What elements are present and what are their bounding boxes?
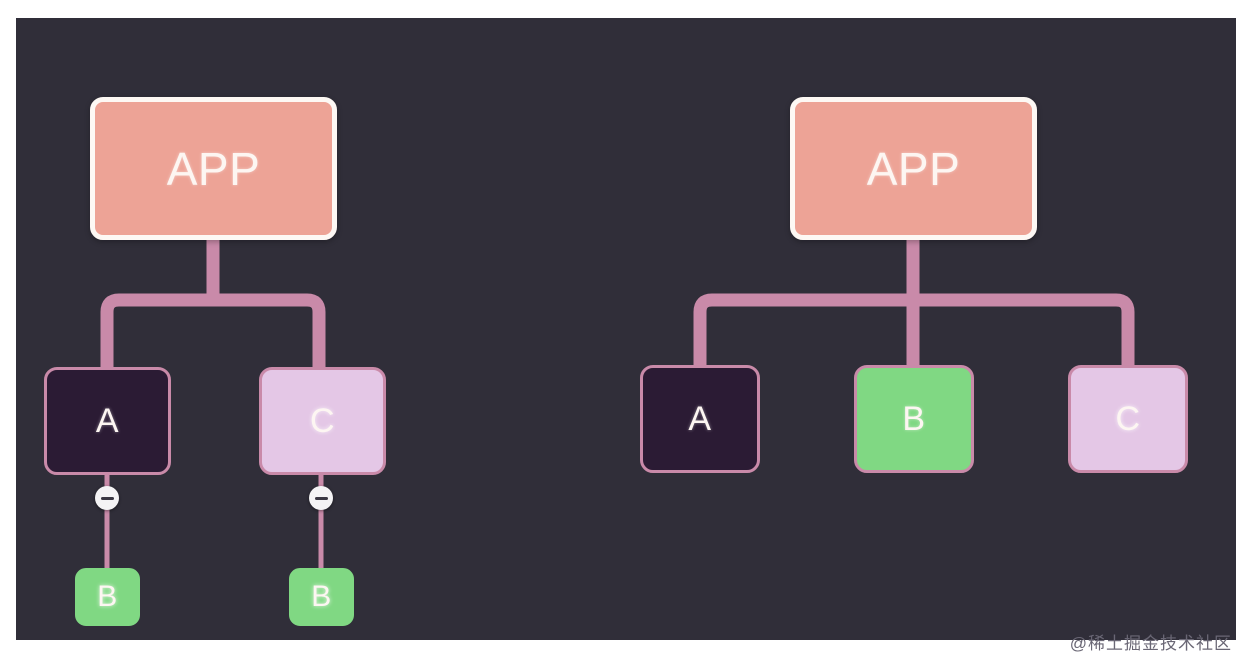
right-node-c[interactable]: C bbox=[1068, 365, 1188, 473]
left-node-b-under-a[interactable]: B bbox=[75, 568, 140, 626]
collapse-badge-a[interactable] bbox=[95, 486, 119, 510]
left-app-node[interactable]: APP bbox=[90, 97, 337, 240]
collapse-badge-c[interactable] bbox=[309, 486, 333, 510]
left-node-c[interactable]: C bbox=[259, 367, 386, 475]
left-node-c-label: C bbox=[309, 401, 336, 440]
right-node-a-label: A bbox=[688, 399, 712, 438]
left-node-b-under-c[interactable]: B bbox=[289, 568, 354, 626]
right-node-a[interactable]: A bbox=[640, 365, 760, 473]
left-node-a-label: A bbox=[95, 401, 120, 440]
right-node-b-label: B bbox=[902, 399, 926, 438]
right-app-label: APP bbox=[866, 142, 961, 195]
left-node-b-under-c-label: B bbox=[311, 580, 332, 613]
right-node-b[interactable]: B bbox=[854, 365, 974, 473]
left-app-label: APP bbox=[166, 142, 261, 195]
right-app-node[interactable]: APP bbox=[790, 97, 1037, 240]
right-node-c-label: C bbox=[1115, 399, 1141, 438]
minus-icon bbox=[100, 496, 114, 500]
left-node-b-under-a-label: B bbox=[97, 580, 118, 613]
watermark: @稀土掘金技术社区 bbox=[1069, 634, 1232, 653]
left-node-a[interactable]: A bbox=[44, 367, 171, 475]
minus-icon bbox=[314, 496, 328, 500]
